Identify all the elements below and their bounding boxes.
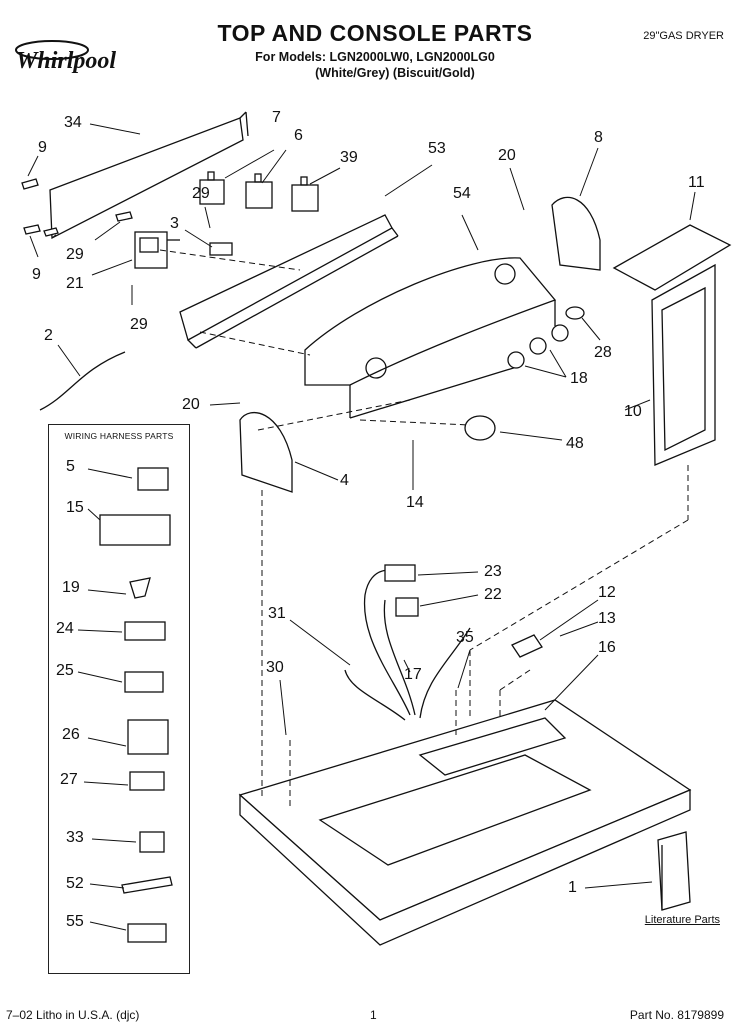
callout-28: 28	[594, 344, 612, 361]
callout-12: 12	[598, 584, 616, 601]
page-title: TOP AND CONSOLE PARTS	[217, 20, 533, 46]
callout-11: 11	[688, 174, 705, 191]
models-line: For Models: LGN2000LW0, LGN2000LG0	[255, 50, 495, 64]
part-10-lint-housing	[651, 263, 716, 466]
part-8-endcap	[551, 196, 601, 271]
part-54-console	[304, 257, 557, 419]
callout-35: 35	[456, 629, 474, 646]
part-21-timer	[134, 231, 180, 269]
callout-55: 55	[66, 913, 84, 930]
callout-29-upper: 29	[192, 185, 210, 202]
callout-24: 24	[56, 620, 74, 637]
wiring-harness-title: WIRING HARNESS PARTS	[64, 431, 174, 441]
part-48-knob	[464, 415, 496, 441]
callout-30: 30	[266, 659, 284, 676]
part-11-lint-screen	[612, 224, 732, 291]
callout-6: 6	[294, 127, 303, 144]
callout-21: 21	[66, 275, 84, 292]
callout-19: 19	[62, 579, 80, 596]
callout-1: 1	[568, 879, 577, 896]
callout-25: 25	[56, 662, 74, 679]
callout-16: 16	[598, 639, 616, 656]
callout-13: 13	[598, 610, 616, 627]
screws-left	[21, 178, 133, 237]
callout-29-lower: 29	[130, 316, 148, 333]
callout-14: 14	[406, 494, 424, 511]
part-39-switch	[291, 176, 319, 212]
part-16-top	[238, 699, 692, 946]
colors-line: (White/Grey) (Biscuit/Gold)	[315, 66, 475, 80]
callout-29-left: 29	[66, 246, 84, 263]
callout-2: 2	[44, 327, 53, 344]
part-6-switch	[245, 173, 273, 209]
callout-52: 52	[66, 875, 84, 892]
callout-34: 34	[64, 114, 82, 131]
part-3-switch	[209, 242, 233, 256]
callout-22: 22	[484, 586, 502, 603]
literature-parts-label: Literature Parts	[644, 914, 720, 926]
callout-4: 4	[340, 472, 349, 489]
callout-31: 31	[268, 605, 286, 622]
part-1-literature	[657, 831, 691, 911]
part-31-harness	[344, 564, 471, 721]
callout-33: 33	[66, 829, 84, 846]
callout-10: 10	[624, 403, 642, 420]
callout-53: 53	[428, 140, 446, 157]
callout-23: 23	[484, 563, 502, 580]
wiring-harness-box: WIRING HARNESS PARTS	[48, 424, 190, 974]
harness-box-parts	[99, 467, 173, 943]
part-53-bracket	[179, 214, 399, 349]
callout-15: 15	[66, 499, 84, 516]
callout-9-top: 9	[38, 139, 47, 156]
part-4-endcap	[239, 411, 293, 493]
callout-9-bottom: 9	[32, 266, 41, 283]
callout-26: 26	[62, 726, 80, 743]
callout-18: 18	[570, 370, 588, 387]
callout-5: 5	[66, 458, 75, 475]
part-12-bracket	[511, 634, 543, 658]
part-2-wire	[39, 351, 126, 411]
callout-48: 48	[566, 435, 584, 452]
part-7-switch	[199, 171, 225, 205]
footer-litho: 7–02 Litho in U.S.A. (djc)	[6, 1008, 140, 1022]
callout-8: 8	[594, 129, 603, 146]
part-28-insert	[565, 306, 585, 320]
whirlpool-logo: Whirlpool	[12, 30, 162, 78]
callout-17: 17	[404, 666, 422, 683]
callout-27: 27	[60, 771, 78, 788]
callout-7: 7	[272, 109, 281, 126]
callout-20-left: 20	[182, 396, 200, 413]
part-18-knobs	[507, 324, 569, 369]
callout-39: 39	[340, 149, 358, 166]
callout-3: 3	[170, 215, 179, 232]
product-type: 29"GAS DRYER	[643, 30, 724, 42]
brand-text: Whirlpool	[16, 48, 116, 74]
callout-20-top: 20	[498, 147, 516, 164]
part-34-bracket	[49, 111, 249, 240]
footer-page-number: 1	[370, 1008, 377, 1022]
callout-54: 54	[453, 185, 471, 202]
footer-part-number: Part No. 8179899	[629, 1008, 724, 1022]
